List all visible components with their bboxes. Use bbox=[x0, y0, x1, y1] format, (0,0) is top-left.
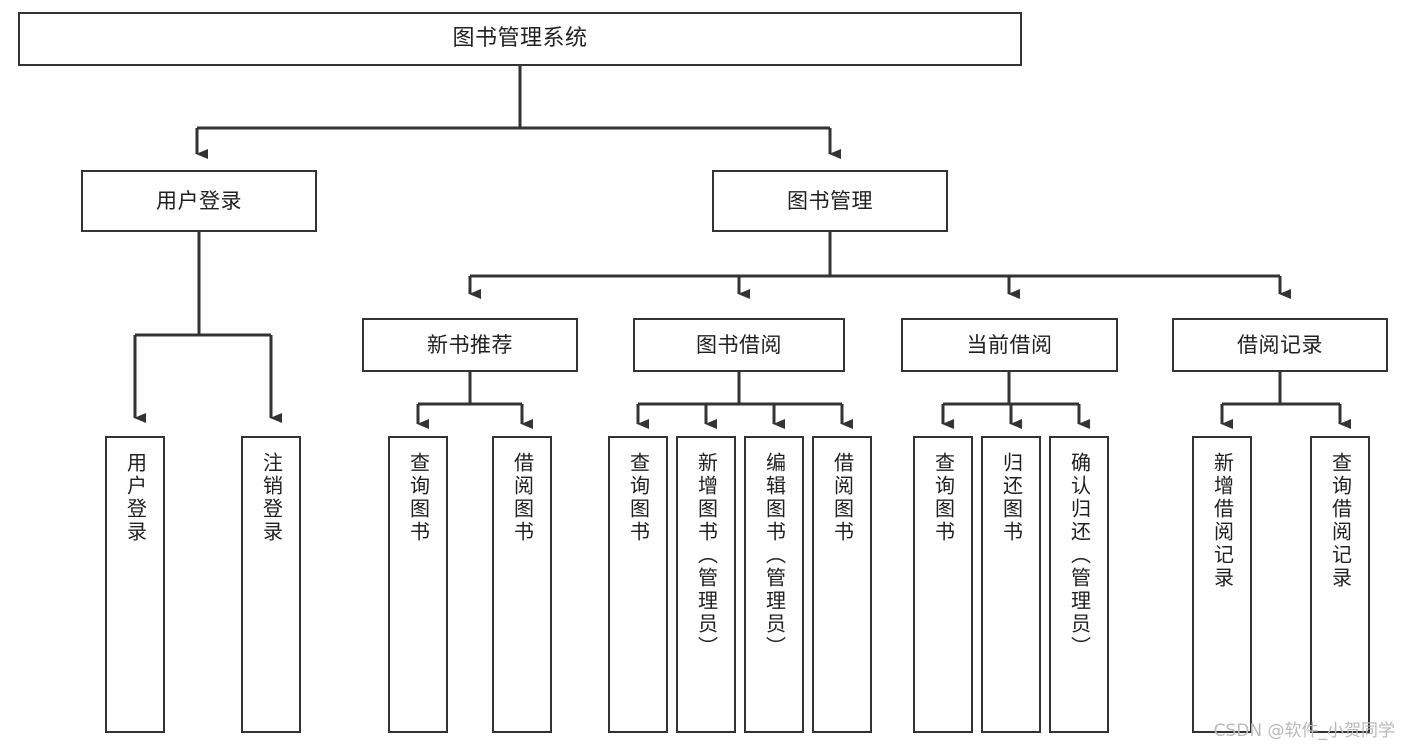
node-current-borrow-label: 当前借阅 bbox=[966, 332, 1053, 357]
node-user-login-label: 用户登录 bbox=[156, 188, 242, 213]
leaf-label: 归还图书 bbox=[999, 452, 1024, 544]
leaf-label: 新增图书（管理员） bbox=[694, 452, 719, 659]
leaf-label: 查询图书 bbox=[931, 452, 956, 544]
leaf-book-borrow-1[interactable]: 新增图书（管理员） bbox=[676, 436, 736, 733]
leaf-borrow-record-1[interactable]: 查询借阅记录 bbox=[1310, 436, 1370, 733]
watermark: CSDN @软件_小贺同学 bbox=[1213, 721, 1395, 741]
leaf-user-login-1[interactable]: 注销登录 bbox=[241, 436, 301, 733]
leaf-current-borrow-2[interactable]: 确认归还（管理员） bbox=[1049, 436, 1109, 733]
leaf-new-book-rec-0[interactable]: 查询图书 bbox=[388, 436, 448, 733]
node-root[interactable]: 图书管理系统 bbox=[18, 12, 1022, 66]
leaf-label: 注销登录 bbox=[259, 452, 284, 544]
leaf-new-book-rec-1[interactable]: 借阅图书 bbox=[492, 436, 552, 733]
node-book-borrow[interactable]: 图书借阅 bbox=[633, 318, 845, 372]
leaf-user-login-0[interactable]: 用户登录 bbox=[105, 436, 165, 733]
leaf-borrow-record-0[interactable]: 新增借阅记录 bbox=[1192, 436, 1252, 733]
leaf-label: 新增借阅记录 bbox=[1210, 452, 1235, 590]
leaf-book-borrow-2[interactable]: 编辑图书（管理员） bbox=[744, 436, 804, 733]
node-new-book-rec[interactable]: 新书推荐 bbox=[362, 318, 578, 372]
leaf-book-borrow-0[interactable]: 查询图书 bbox=[608, 436, 668, 733]
node-borrow-record[interactable]: 借阅记录 bbox=[1172, 318, 1388, 372]
leaf-label: 查询图书 bbox=[626, 452, 651, 544]
leaf-label: 查询图书 bbox=[406, 452, 431, 544]
leaf-current-borrow-1[interactable]: 归还图书 bbox=[981, 436, 1041, 733]
leaf-label: 借阅图书 bbox=[830, 452, 855, 544]
node-book-manage-label: 图书管理 bbox=[787, 188, 873, 213]
node-book-manage[interactable]: 图书管理 bbox=[712, 170, 948, 232]
node-new-book-rec-label: 新书推荐 bbox=[427, 332, 513, 357]
node-root-label: 图书管理系统 bbox=[452, 26, 588, 52]
leaf-label: 用户登录 bbox=[123, 452, 148, 544]
leaf-book-borrow-3[interactable]: 借阅图书 bbox=[812, 436, 872, 733]
node-book-borrow-label: 图书借阅 bbox=[696, 332, 782, 357]
leaf-current-borrow-0[interactable]: 查询图书 bbox=[913, 436, 973, 733]
leaf-label: 查询借阅记录 bbox=[1328, 452, 1353, 590]
leaf-label: 借阅图书 bbox=[510, 452, 535, 544]
node-borrow-record-label: 借阅记录 bbox=[1237, 332, 1323, 357]
leaf-label: 确认归还（管理员） bbox=[1067, 452, 1092, 659]
leaf-label: 编辑图书（管理员） bbox=[762, 452, 787, 659]
node-user-login[interactable]: 用户登录 bbox=[81, 170, 317, 232]
node-current-borrow[interactable]: 当前借阅 bbox=[901, 318, 1118, 372]
